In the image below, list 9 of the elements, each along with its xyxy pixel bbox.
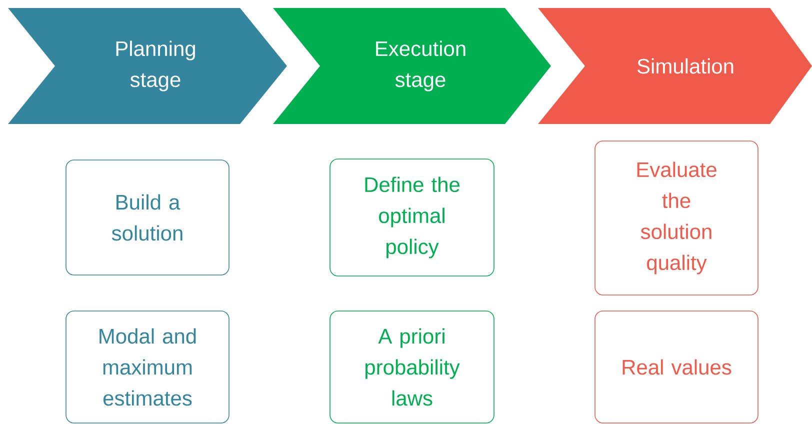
stage-banner: Planning stage [8,8,287,124]
text-box: Build a solution [66,160,230,276]
text-box: Modal and maximum estimates [66,310,230,424]
stage-banner: Simulation [538,8,812,124]
stage-banner: Execution stage [273,8,551,124]
text-box: A priori probability laws [330,310,494,424]
text-box: Real values [594,310,758,424]
text-box: Evaluate the solution quality [594,140,758,296]
text-box: Define the optimal policy [330,158,494,276]
